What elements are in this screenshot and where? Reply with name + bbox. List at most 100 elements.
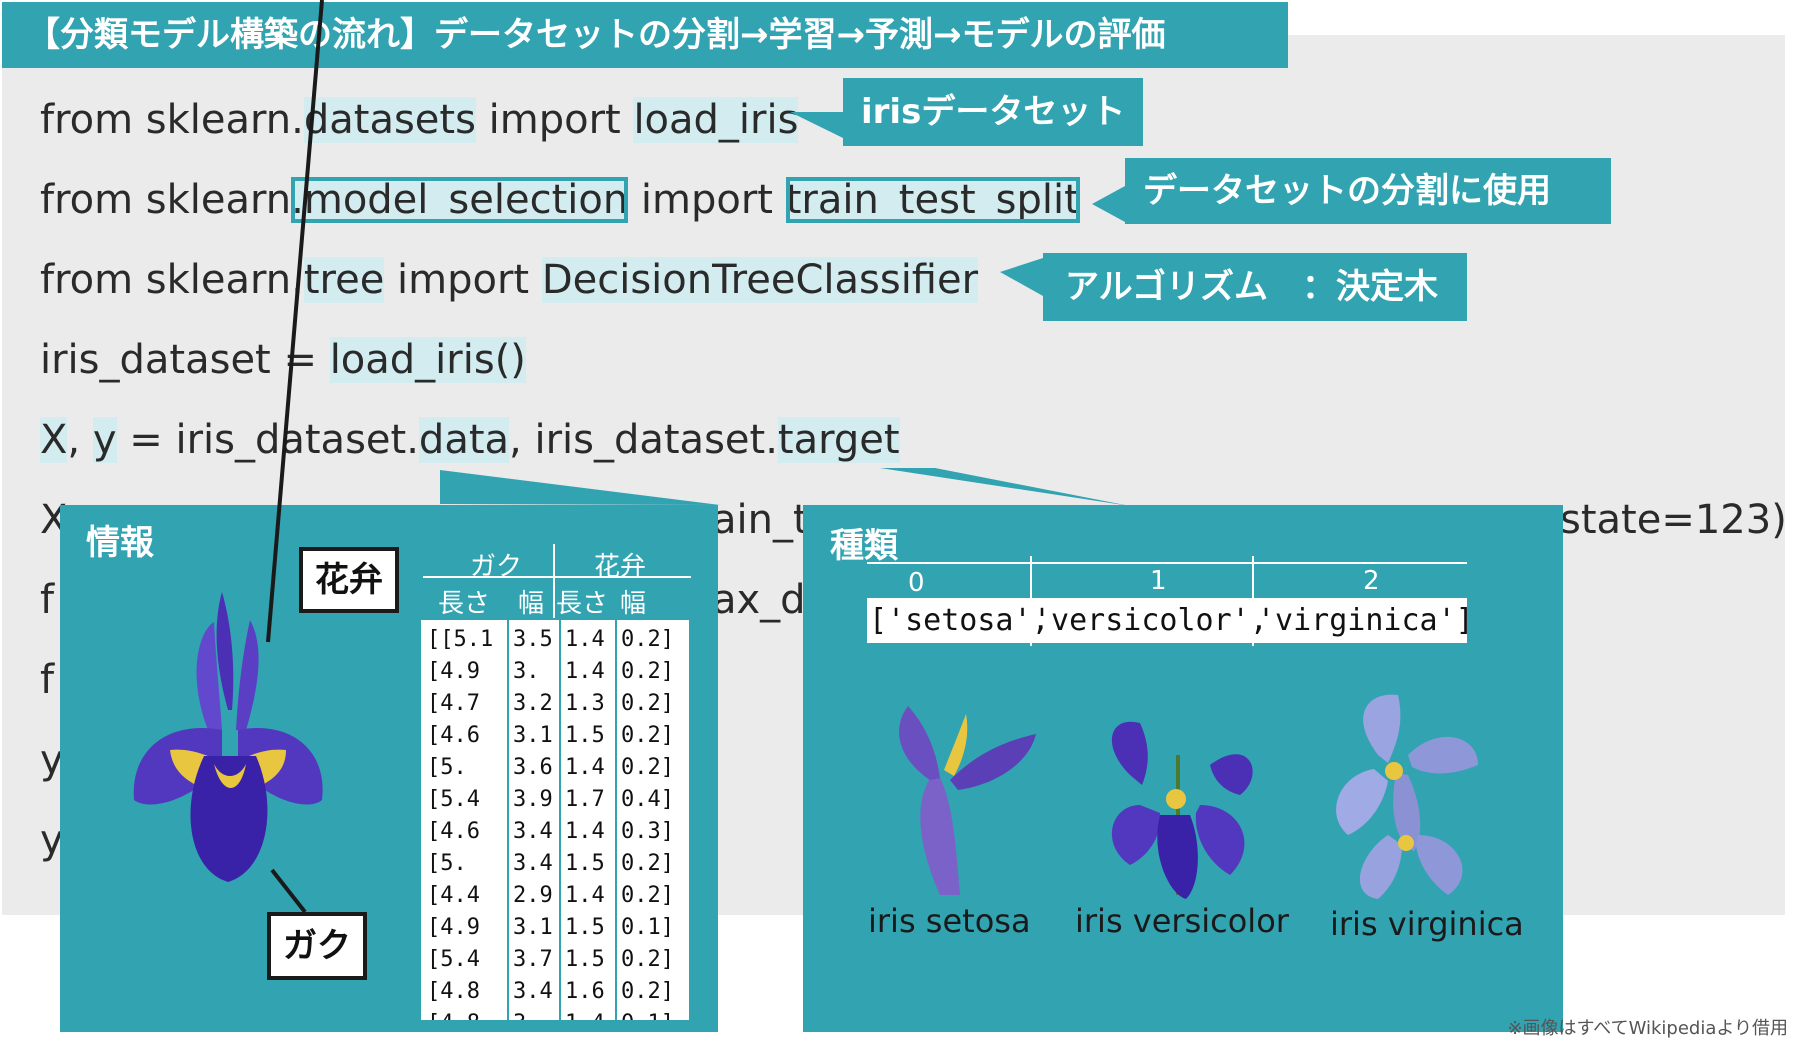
table-cell: 0.2] [621, 755, 674, 780]
code-token-tree: tree [303, 257, 385, 303]
callout-iris-dataset: irisデータセット [843, 78, 1143, 146]
code-token: import [628, 177, 786, 223]
table-header-divider [423, 576, 691, 578]
code-token-train-test-split: train_test_split [785, 177, 1080, 223]
code-line-6-mid: ain_t [712, 497, 809, 543]
code-token: , iris_dataset. [509, 417, 778, 463]
code-line-10-start: y [40, 817, 64, 863]
table-cell: 1.5 [565, 915, 605, 940]
table-cell: [4.9 [427, 659, 480, 684]
table-header-vline [553, 544, 555, 618]
table-cell: 3.9 [513, 787, 553, 812]
table-sub-sepal-width: 幅 [518, 589, 545, 619]
table-cell: [4.6 [427, 819, 480, 844]
pointer-algo [1000, 258, 1043, 296]
callout-split: データセットの分割に使用 [1125, 158, 1611, 224]
code-token: , [67, 417, 93, 463]
code-line-2: from sklearn.model_selection import trai… [40, 172, 1080, 228]
footnote: ※画像はすべてWikipediaより借用 [1507, 1018, 1788, 1039]
table-cell: [5.4 [427, 947, 480, 972]
pointer-split [1092, 186, 1125, 222]
table-cell: 3. [513, 659, 540, 684]
table-vline [615, 620, 617, 1020]
kind-panel-title: 種類 [830, 526, 898, 566]
code-line-7-mid: ax_d [712, 577, 806, 623]
table-vline [559, 620, 561, 1020]
table-cell: 0.2] [621, 691, 674, 716]
table-cell: 1.4 [565, 627, 605, 652]
target-index-1: 1 [1150, 566, 1167, 596]
code-line-7-start: f [40, 577, 55, 623]
info-panel-title: 情報 [86, 523, 154, 563]
callout-algorithm: アルゴリズム ：決定木 [1043, 253, 1467, 321]
code-line-3: from sklearn.tree import DecisionTreeCla… [40, 252, 979, 308]
table-cell: [5. [427, 755, 467, 780]
code-token-load-iris: load_iris [633, 97, 799, 143]
table-cell: 3.1 [513, 723, 553, 748]
code-line-1: from sklearn.datasets import load_iris [40, 92, 799, 148]
code-token: import [475, 97, 634, 143]
connector-target [880, 468, 1130, 506]
table-cell: 1.4 [565, 1008, 605, 1020]
target-index-2: 2 [1363, 566, 1380, 596]
table-cell: [4.9 [427, 915, 480, 940]
code-token: from sklearn. [40, 97, 304, 143]
table-cell: 1.3 [565, 691, 605, 716]
table-cell: 1.4 [565, 819, 605, 844]
code-line-4: iris_dataset = load_iris() [40, 332, 526, 388]
table-cell: 0.2] [621, 883, 674, 908]
code-token-data: data [418, 417, 510, 463]
table-cell: 1.6 [565, 979, 605, 1004]
table-cell: 3.4 [513, 979, 553, 1004]
table-cell: 1.4 [565, 755, 605, 780]
table-cell: [4.8 [427, 979, 480, 1004]
code-token-x: X [40, 417, 68, 463]
iris-virginica-icon [1336, 694, 1478, 899]
table-cell: 2.9 [513, 883, 553, 908]
table-cell: 3.7 [513, 947, 553, 972]
code-token: import [384, 257, 542, 303]
code-token-y: y [92, 417, 117, 463]
iris-flower-icon [133, 592, 323, 882]
code-token: = iris_dataset. [116, 417, 419, 463]
code-line-9-start: y [40, 737, 64, 783]
table-cell: 3.5 [513, 627, 553, 652]
flower-name-versicolor: iris versicolor [1075, 902, 1289, 940]
table-cell: 3. [513, 1008, 540, 1020]
table-cell: 1.5 [565, 947, 605, 972]
connector-data [440, 470, 720, 505]
table-cell: 3.6 [513, 755, 553, 780]
table-sub-petal-width: 幅 [620, 589, 647, 619]
table-sub-sepal-length: 長さ [438, 589, 491, 619]
table-cell: 1.4 [565, 883, 605, 908]
table-cell: [[5.1 [427, 627, 494, 652]
iris-versicolor-icon [1111, 721, 1253, 899]
table-sub-petal-length: 長さ [556, 589, 609, 619]
table-cell: 1.5 [565, 851, 605, 876]
table-cell: 3.1 [513, 915, 553, 940]
table-cell: 0.2] [621, 979, 674, 1004]
table-cell: 0.4] [621, 787, 674, 812]
petal-pointer-line [266, 0, 324, 643]
table-cell: [4.6 [427, 723, 480, 748]
code-line-6-end: state=123) [1560, 497, 1787, 543]
target-index-0: 0 [908, 568, 925, 598]
petal-label: 花弁 [299, 547, 399, 613]
flower-name-virginica: iris virginica [1330, 905, 1524, 943]
sepal-label: ガク [267, 912, 367, 980]
sepal-pointer-line [270, 868, 307, 914]
code-line-8-start: f [40, 657, 55, 703]
table-cell: 1.7 [565, 787, 605, 812]
table-cell: 0.3] [621, 819, 674, 844]
code-token-target: target [777, 417, 900, 463]
table-cell: 1.5 [565, 723, 605, 748]
flower-name-setosa: iris setosa [868, 902, 1031, 940]
table-cell: 0.2] [621, 659, 674, 684]
target-name-virginica: 'virginica'] [1257, 603, 1474, 638]
code-token: from sklearn [40, 177, 292, 223]
code-line-5: X, y = iris_dataset.data, iris_dataset.t… [40, 412, 900, 468]
table-cell: 3.4 [513, 851, 553, 876]
